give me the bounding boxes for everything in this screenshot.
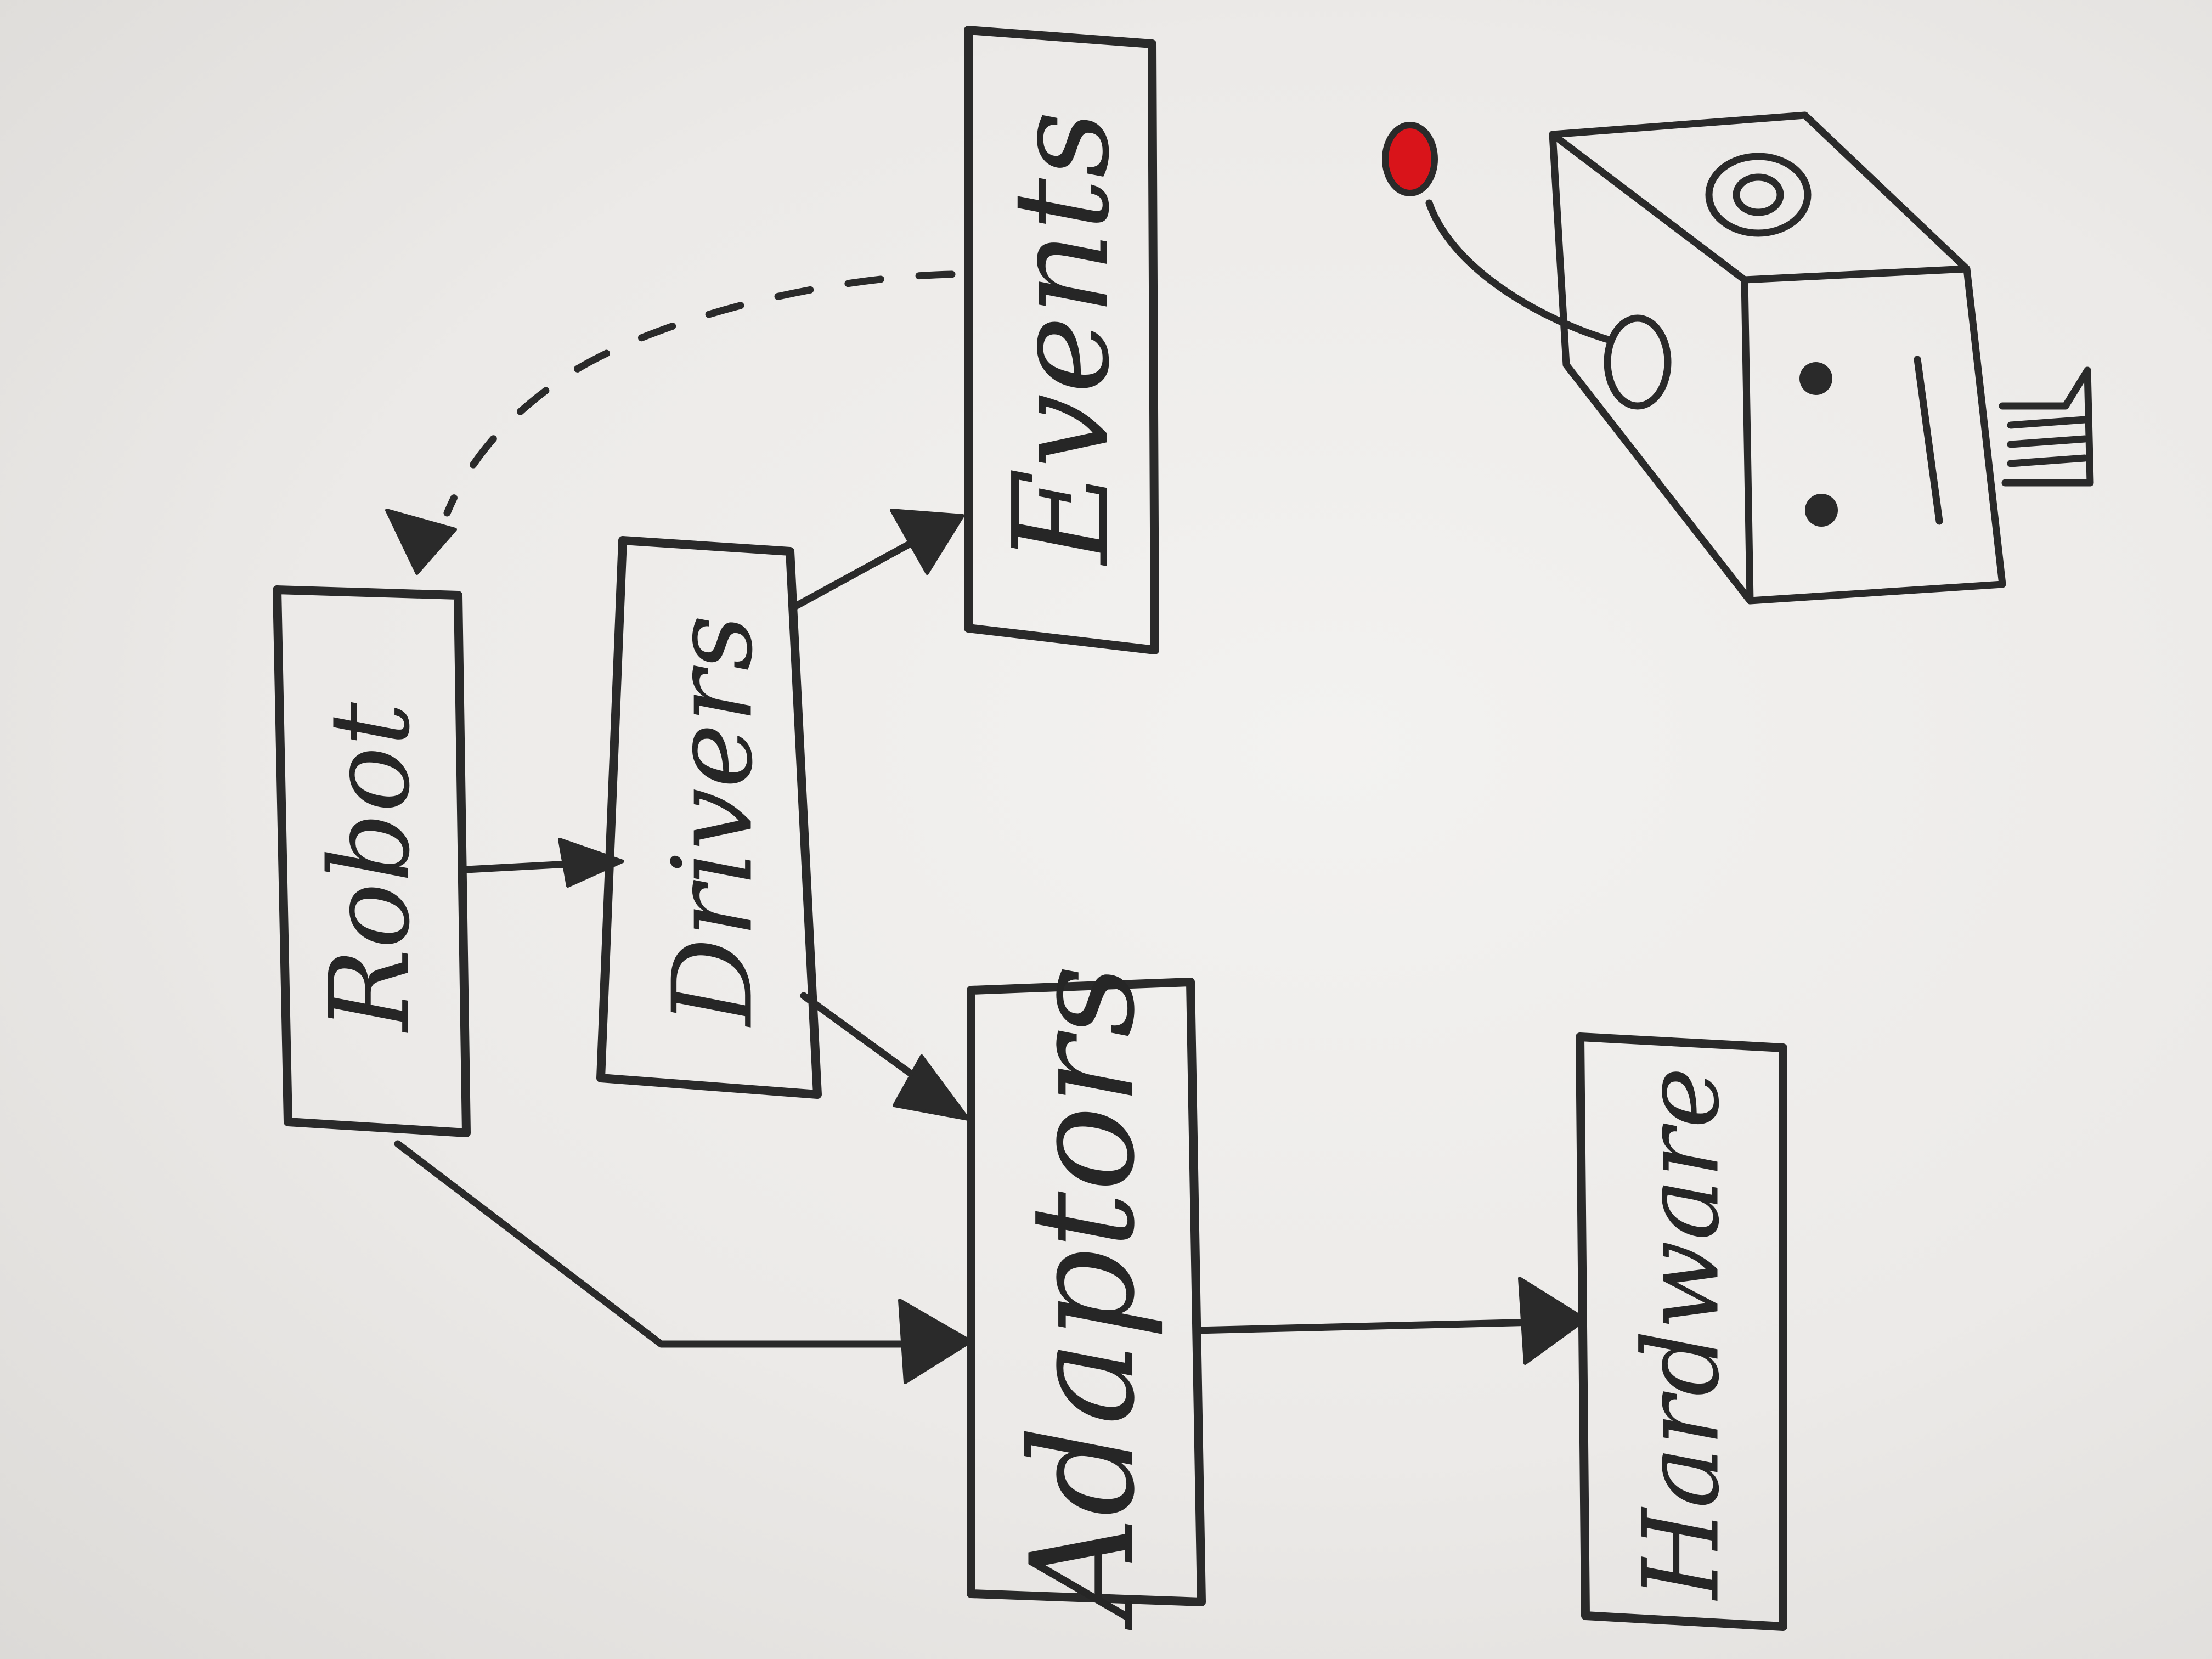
node-robot-label: Robot bbox=[307, 702, 435, 1033]
edge-drivers-to-adaptors bbox=[800, 992, 970, 1121]
node-events-label: Events bbox=[985, 111, 1138, 567]
edge-robot-to-drivers bbox=[462, 838, 624, 888]
node-drivers-label: Drivers bbox=[650, 614, 777, 1028]
node-robot: Robot bbox=[273, 585, 471, 1137]
node-events: Events bbox=[964, 26, 1159, 654]
robot-eye-icon bbox=[1805, 494, 1838, 527]
edge-adaptors-to-hardware bbox=[1192, 1277, 1587, 1365]
node-hardware: Hardware bbox=[1576, 1032, 1787, 1631]
robot-icon bbox=[1382, 111, 2094, 605]
node-hardware-label: Hardware bbox=[1621, 1067, 1742, 1601]
antenna-light-icon bbox=[1382, 122, 1438, 196]
node-adaptors-label: Adaptors bbox=[1001, 964, 1166, 1631]
edge-robot-to-adaptors bbox=[394, 1140, 973, 1384]
robot-eye-icon bbox=[1799, 362, 1832, 395]
node-adaptors: Adaptors bbox=[967, 964, 1206, 1631]
edge-events-to-robot bbox=[385, 270, 956, 575]
robot-spring-icon bbox=[1999, 366, 2094, 487]
node-drivers: Drivers bbox=[596, 536, 822, 1099]
edge-drivers-to-events bbox=[792, 509, 964, 610]
